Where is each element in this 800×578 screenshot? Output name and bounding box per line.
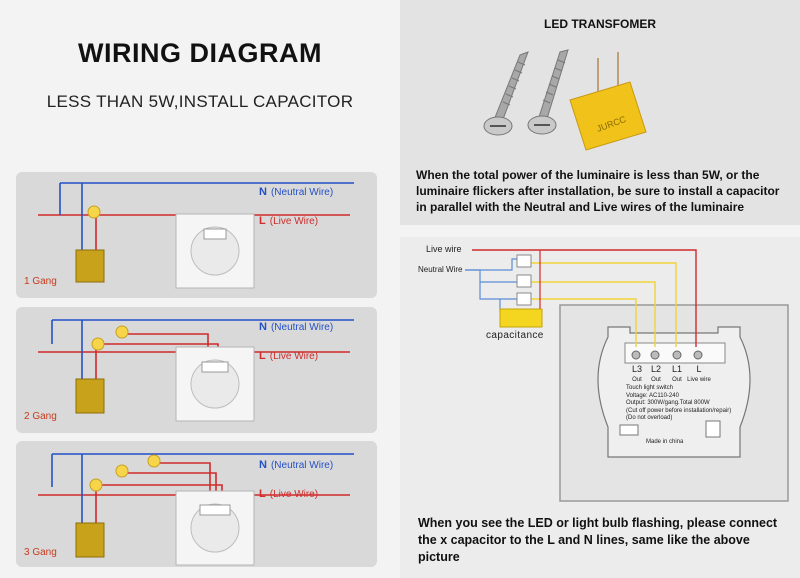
- gang-1-label: 1 Gang: [24, 276, 57, 287]
- bulb-icon: [89, 478, 103, 492]
- bulb-icon: [516, 254, 532, 268]
- capacitor-box: [75, 522, 105, 558]
- transformer-note: When the total power of the luminaire is…: [416, 168, 780, 214]
- bulb-icon: [115, 325, 129, 339]
- gang-2-panel: N(Neutral Wire) L(Live Wire) 2 Gang: [16, 307, 377, 433]
- capacitance-label: capacitance: [486, 330, 544, 341]
- live-wire-label: L(Live Wire): [259, 215, 319, 227]
- made-in-china-label: Made in china: [646, 439, 684, 445]
- gang-1-panel: N(Neutral Wire) L(Live Wire) 1 Gang: [16, 172, 377, 298]
- diagram-subtitle: LESS THAN 5W,INSTALL CAPACITOR: [46, 92, 354, 111]
- neutral-wire-label: N(Neutral Wire): [259, 321, 334, 333]
- bulb-icon: [91, 337, 105, 351]
- transformer-panel: LED TRANSFOMER: [400, 0, 800, 225]
- neutral-wire-label: Neutral Wire: [418, 265, 463, 274]
- switch-spec-text: Touch light switch Voltage: AC110-240 Ou…: [626, 385, 732, 421]
- live-wire-label: L(Live Wire): [259, 488, 319, 500]
- bulb-icon: [147, 454, 161, 468]
- bulb-icon: [115, 464, 129, 478]
- capacitor-wiring-diagram: [465, 249, 789, 502]
- bulb-icon: [87, 205, 101, 219]
- bulb-icon: [516, 274, 532, 288]
- diagram-title: WIRING DIAGRAM: [78, 38, 322, 68]
- transformer-heading: LED TRANSFOMER: [544, 17, 656, 31]
- bulb-icon: [516, 292, 532, 306]
- flashing-note: When you see the LED or light bulb flash…: [418, 516, 778, 564]
- live-wire-label: Live wire: [426, 244, 462, 254]
- gang-2-wiring: [38, 319, 354, 422]
- gang-3-label: 3 Gang: [24, 547, 57, 558]
- live-wire-label: L(Live Wire): [259, 350, 319, 362]
- switch-back: [175, 490, 255, 566]
- neutral-wire-label: N(Neutral Wire): [259, 459, 334, 471]
- capacitor-box: [75, 378, 105, 414]
- neutral-wire-label: N(Neutral Wire): [259, 186, 334, 198]
- screw-1: [483, 51, 529, 136]
- capacitance-box: [499, 308, 543, 328]
- title-panel: WIRING DIAGRAM LESS THAN 5W,INSTALL CAPA…: [0, 0, 400, 165]
- gang-1-wiring: [38, 182, 354, 289]
- screw-2: [527, 49, 569, 135]
- capacitor-box: [75, 249, 105, 283]
- gang-3-panel: N(Neutral Wire) L(Live Wire) 3 Gang: [16, 441, 377, 567]
- x-capacitor: JURCC: [569, 52, 647, 151]
- gang-3-wiring: [38, 453, 354, 566]
- gang-2-label: 2 Gang: [24, 411, 57, 422]
- screws-and-capacitor-photo: JURCC: [483, 49, 647, 151]
